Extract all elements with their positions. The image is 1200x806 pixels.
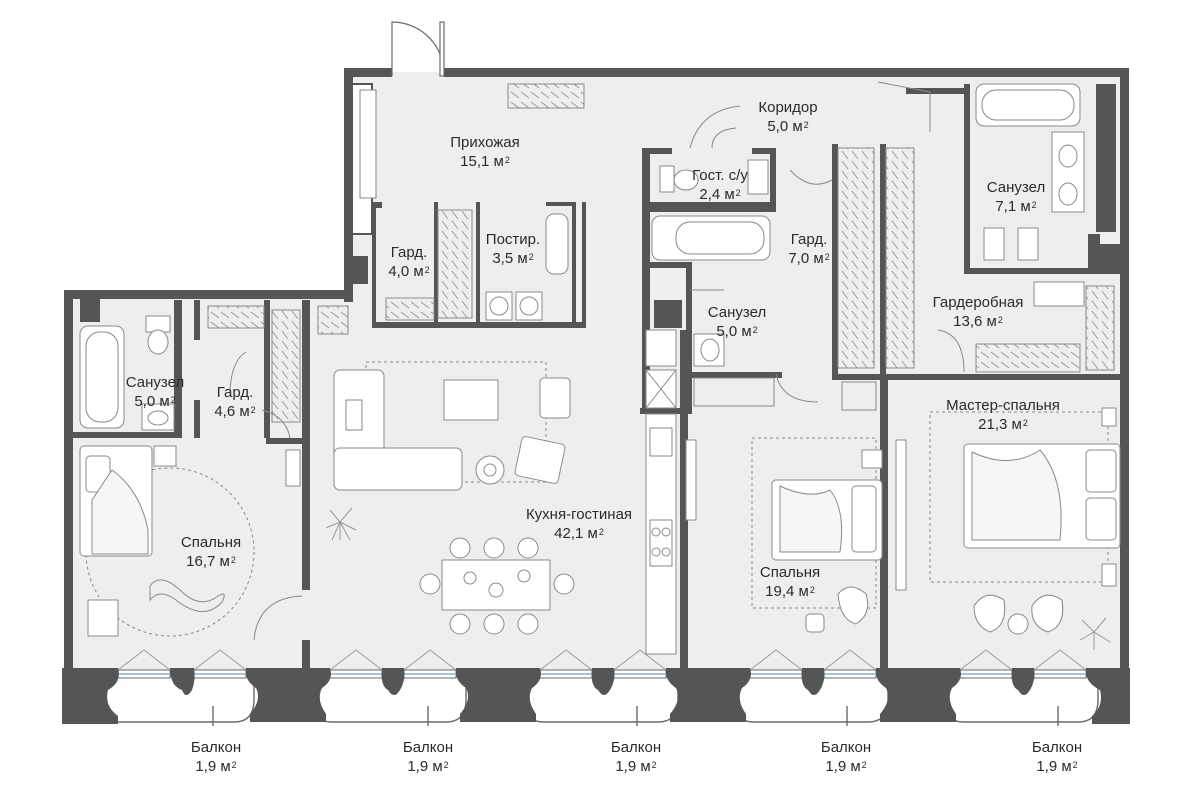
rug-round bbox=[85, 467, 255, 637]
toilet-guest bbox=[659, 165, 675, 193]
hall-bench bbox=[359, 89, 377, 199]
armchair-ma2 bbox=[1031, 594, 1064, 633]
plant-master bbox=[1079, 617, 1111, 650]
laundry-sink bbox=[545, 213, 569, 275]
desk-w bbox=[87, 599, 119, 637]
interior-doors bbox=[229, 81, 965, 641]
bed-west bbox=[79, 445, 153, 557]
kitchen bbox=[645, 329, 677, 655]
cooktop bbox=[649, 519, 673, 567]
pouf-m bbox=[805, 613, 825, 633]
armchair-m bbox=[837, 586, 869, 625]
nightstand-w1 bbox=[153, 445, 177, 467]
bathtub-ne bbox=[975, 83, 1081, 127]
fridge bbox=[645, 329, 677, 367]
fixtures bbox=[79, 83, 1085, 431]
armchair-2 bbox=[514, 436, 566, 484]
kitchen-sink bbox=[649, 427, 673, 457]
living-furniture bbox=[325, 361, 575, 635]
interior-walls bbox=[72, 84, 1120, 670]
balconies bbox=[99, 675, 1099, 726]
plant-living bbox=[325, 507, 357, 541]
bed-master bbox=[963, 443, 1121, 549]
toy-track bbox=[149, 579, 225, 612]
armchair-ma1 bbox=[973, 594, 1006, 633]
tv-ma bbox=[895, 439, 907, 591]
window-casements bbox=[117, 649, 1087, 671]
nightstand-ma2 bbox=[1101, 563, 1117, 587]
tv-m bbox=[685, 439, 697, 521]
sink-guest bbox=[747, 159, 769, 195]
facade-pilasters bbox=[62, 668, 1130, 724]
sofa bbox=[333, 369, 463, 491]
dining-set bbox=[419, 537, 575, 635]
dresser-w bbox=[285, 449, 301, 487]
bedroom-mid-furniture bbox=[685, 437, 883, 633]
bidet-ne bbox=[1017, 227, 1039, 261]
bedroom-west-furniture bbox=[79, 445, 301, 637]
coffee-table bbox=[443, 379, 499, 421]
master-furniture bbox=[895, 407, 1121, 650]
entry-door[interactable] bbox=[391, 21, 445, 77]
nightstand-m bbox=[861, 449, 883, 469]
nightstand-ma1 bbox=[1101, 407, 1117, 427]
rug-mid bbox=[751, 437, 877, 609]
bathtub-west bbox=[79, 325, 125, 429]
bed-mid bbox=[771, 479, 883, 561]
bathtub-mid bbox=[651, 215, 771, 261]
coffee-table-ma bbox=[1007, 613, 1029, 635]
wardrobe-island bbox=[1033, 281, 1085, 307]
toilet-ne bbox=[983, 227, 1005, 261]
hall-console bbox=[507, 83, 585, 109]
wardrobes bbox=[207, 147, 1115, 423]
armchair-1 bbox=[539, 377, 571, 419]
